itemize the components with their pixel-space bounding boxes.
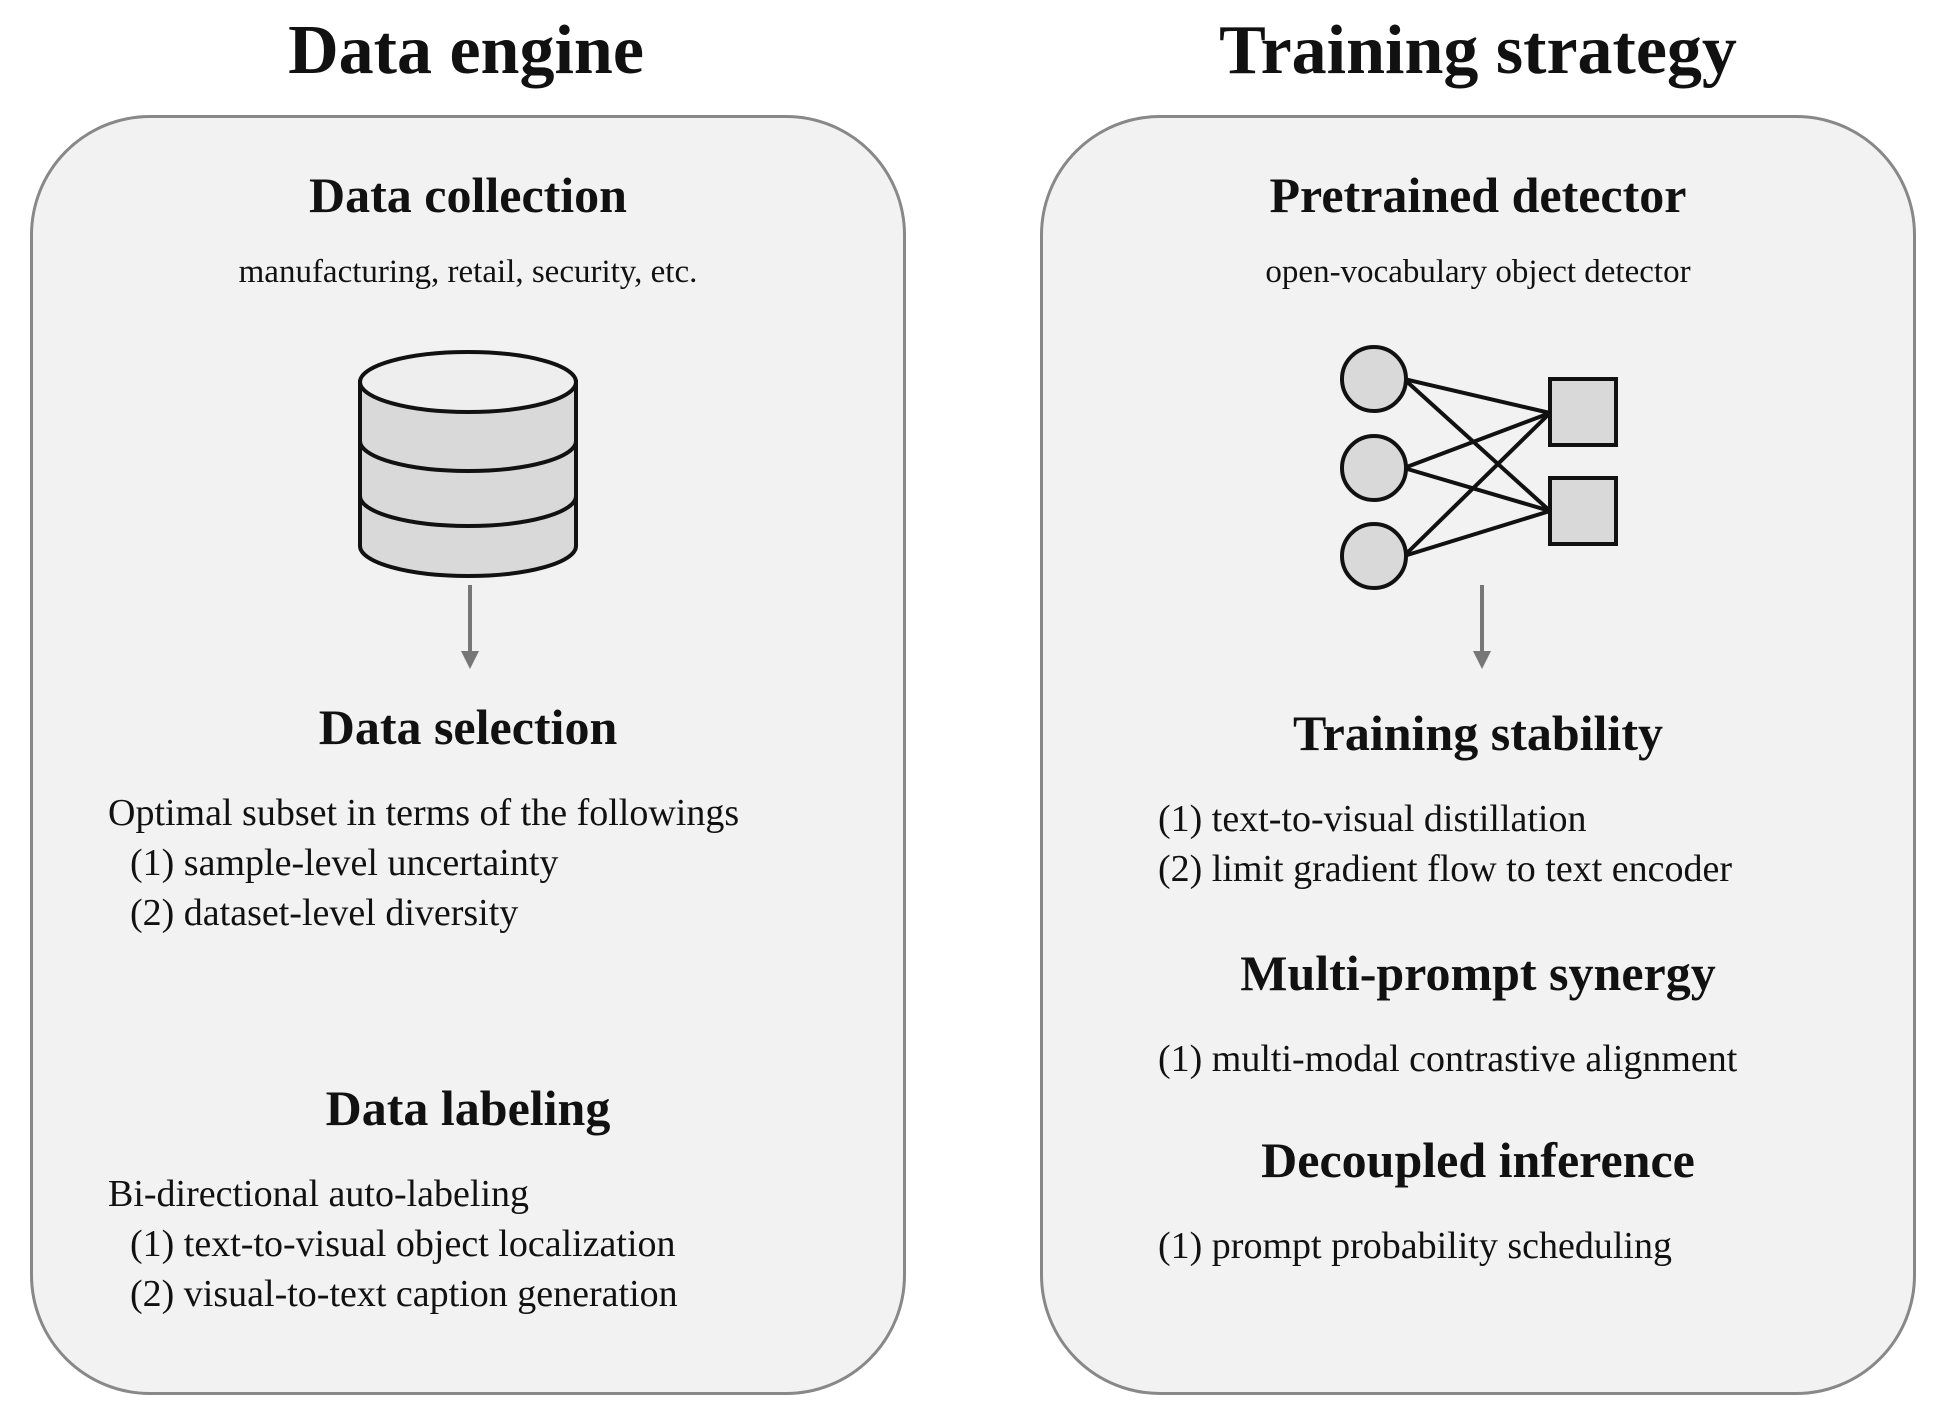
data-labeling-intro: Bi-directional auto-labeling (108, 1173, 530, 1215)
data-labeling-item-2: (2) visual-to-text caption generation (130, 1273, 678, 1315)
training-strategy-panel (1040, 115, 1916, 1395)
decoupled-inference-title: Decoupled inference (1261, 1132, 1695, 1188)
network-icon (1340, 345, 1618, 590)
data-selection-item-1: (1) sample-level uncertainty (130, 842, 559, 884)
down-arrow-icon (461, 585, 479, 669)
multi-prompt-synergy-title: Multi-prompt synergy (1240, 945, 1716, 1001)
data-labeling-item-1: (1) text-to-visual object localization (130, 1223, 676, 1265)
decoupled-inference-item-1: (1) prompt probability scheduling (1158, 1225, 1672, 1267)
pretrained-detector-subtitle: open-vocabulary object detector (1265, 254, 1691, 290)
data-selection-title: Data selection (318, 699, 618, 755)
multi-prompt-synergy-item-1: (1) multi-modal contrastive alignment (1158, 1038, 1738, 1080)
data-engine-panel (30, 115, 906, 1395)
data-selection-item-2: (2) dataset-level diversity (130, 892, 519, 934)
training-stability-item-2: (2) limit gradient flow to text encoder (1158, 848, 1733, 890)
training-stability-item-1: (1) text-to-visual distillation (1158, 798, 1587, 840)
training-strategy-title: Training strategy (1219, 12, 1737, 89)
down-arrow-icon (1473, 585, 1491, 669)
data-collection-subtitle: manufacturing, retail, security, etc. (238, 254, 698, 290)
data-selection-intro: Optimal subset in terms of the following… (108, 792, 740, 834)
training-stability-title: Training stability (1293, 705, 1663, 761)
data-labeling-title: Data labeling (325, 1080, 611, 1136)
database-icon (358, 350, 578, 578)
pretrained-detector-title: Pretrained detector (1269, 167, 1687, 223)
data-collection-title: Data collection (309, 167, 627, 223)
data-engine-title: Data engine (288, 12, 644, 89)
